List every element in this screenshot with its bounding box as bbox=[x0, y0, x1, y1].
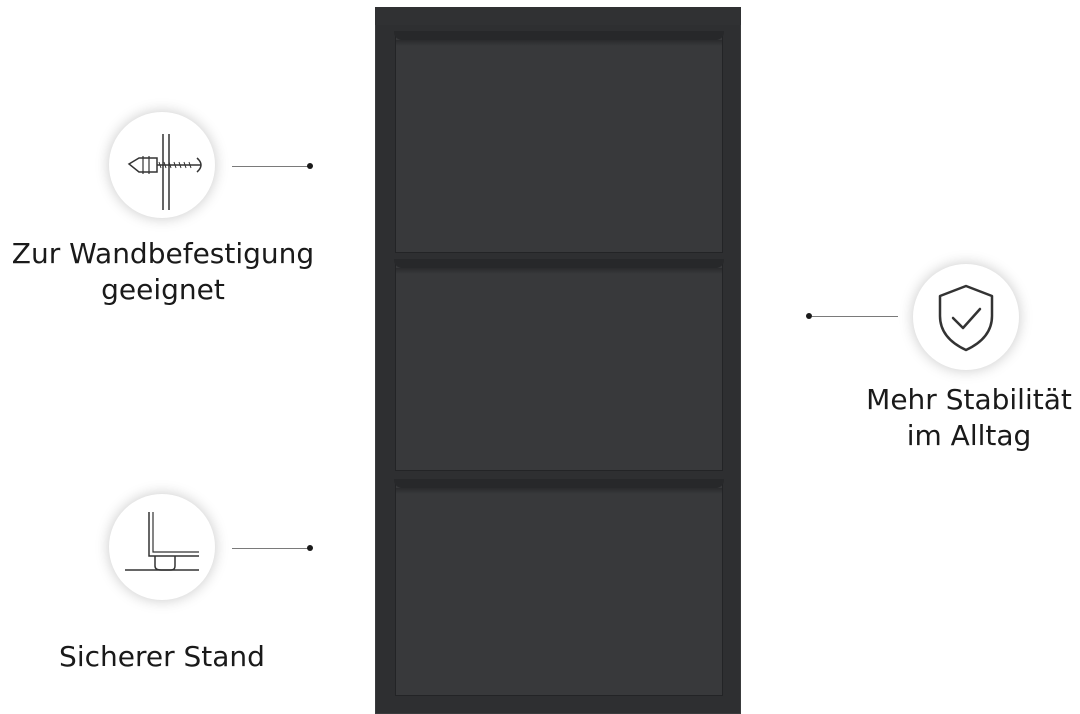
cabinet-drawer-top bbox=[394, 31, 724, 253]
cabinet-drawer-bottom bbox=[394, 479, 724, 696]
drawer-handle-lip bbox=[394, 259, 724, 268]
connector-line-stability bbox=[812, 316, 898, 317]
cabinet-drawer-middle bbox=[394, 259, 724, 471]
wall-anchor-screw-icon bbox=[109, 112, 215, 218]
connector-line-wall-mount bbox=[232, 166, 308, 167]
connector-dot-stability bbox=[806, 313, 812, 319]
feature-label-wall-mount: Zur Wandbefestigung geeignet bbox=[0, 236, 326, 308]
drawer-handle-lip bbox=[394, 479, 724, 488]
shield-check-icon bbox=[913, 264, 1019, 370]
feature-label-stability-line2: im Alltag bbox=[906, 419, 1032, 452]
connector-dot-stable-stand bbox=[307, 545, 313, 551]
floor-foot-icon bbox=[109, 494, 215, 600]
connector-dot-wall-mount bbox=[307, 163, 313, 169]
feature-label-stable-stand-text: Sicherer Stand bbox=[59, 640, 265, 673]
feature-label-stability: Mehr Stabilität im Alltag bbox=[858, 382, 1080, 454]
cabinet-top bbox=[375, 7, 741, 25]
shoe-cabinet-image bbox=[375, 7, 741, 714]
feature-label-wall-mount-line1: Zur Wandbefestigung bbox=[11, 237, 315, 270]
connector-line-stable-stand bbox=[232, 548, 308, 549]
feature-label-stable-stand: Sicherer Stand bbox=[52, 639, 272, 675]
feature-label-stability-line1: Mehr Stabilität bbox=[866, 383, 1072, 416]
drawer-handle-lip bbox=[394, 31, 724, 40]
feature-label-wall-mount-line2: geeignet bbox=[101, 273, 225, 306]
